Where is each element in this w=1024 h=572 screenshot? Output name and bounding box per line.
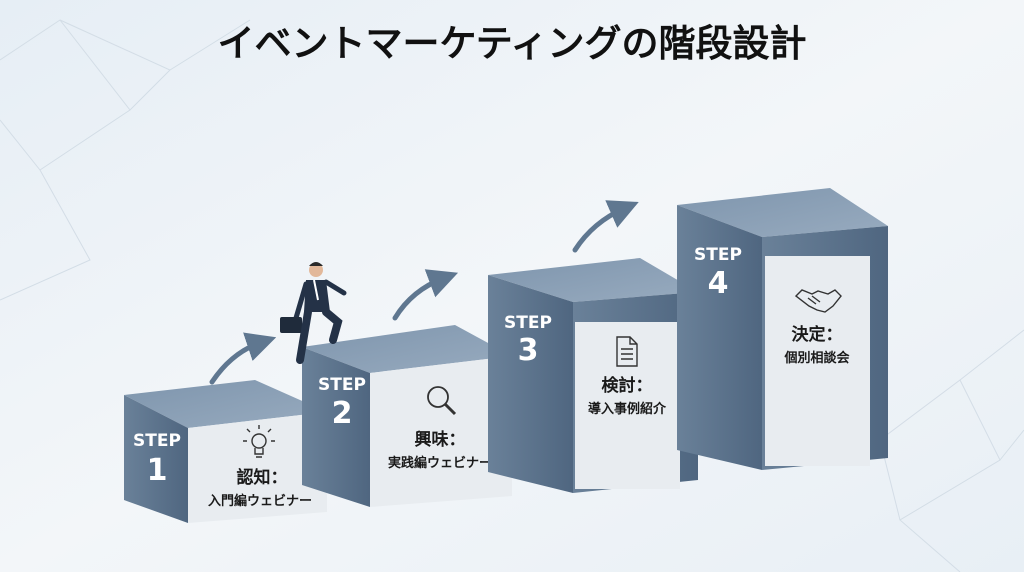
step-title: 認知： — [237, 467, 288, 488]
arrow-icon — [392, 269, 459, 321]
arrow-icon — [572, 200, 639, 253]
progress-arrows — [209, 200, 639, 385]
page-title: イベントマーケティングの階段設計 — [217, 22, 806, 65]
background-network-lines — [0, 19, 1024, 572]
step-detail: 導入事例紹介 — [588, 401, 667, 417]
step-block-2: STEP 2 興味： 実践編ウェビナー — [302, 325, 512, 507]
step-block-1: STEP 1 認知： 入門編ウェビナー — [124, 380, 327, 523]
document-icon — [616, 336, 638, 367]
step-block-4: STEP 4 決定： 個別相談会 — [677, 188, 888, 470]
step-detail: 実践編ウェビナー — [388, 455, 492, 471]
step-label: STEP — [133, 431, 181, 451]
step-number: 2 — [332, 396, 353, 431]
step-label: STEP — [694, 245, 742, 265]
step-number: 1 — [147, 453, 168, 488]
handshake-icon — [794, 289, 842, 313]
businessman-illustration — [280, 262, 347, 364]
step-label: STEP — [318, 375, 366, 395]
step-detail: 個別相談会 — [783, 350, 850, 366]
step-detail: 入門編ウェビナー — [208, 493, 312, 509]
step-title: 検討： — [602, 375, 653, 396]
step-block-3: STEP 3 検討： 導入事例紹介 — [488, 258, 698, 493]
step-label: STEP — [504, 313, 552, 333]
lightbulb-icon — [243, 425, 275, 458]
arrow-icon — [209, 332, 277, 385]
step-title: 興味： — [415, 429, 466, 450]
magnifier-icon — [427, 386, 457, 416]
step-number: 4 — [708, 266, 729, 301]
step-number: 3 — [518, 333, 539, 368]
step-title: 決定： — [792, 324, 843, 345]
